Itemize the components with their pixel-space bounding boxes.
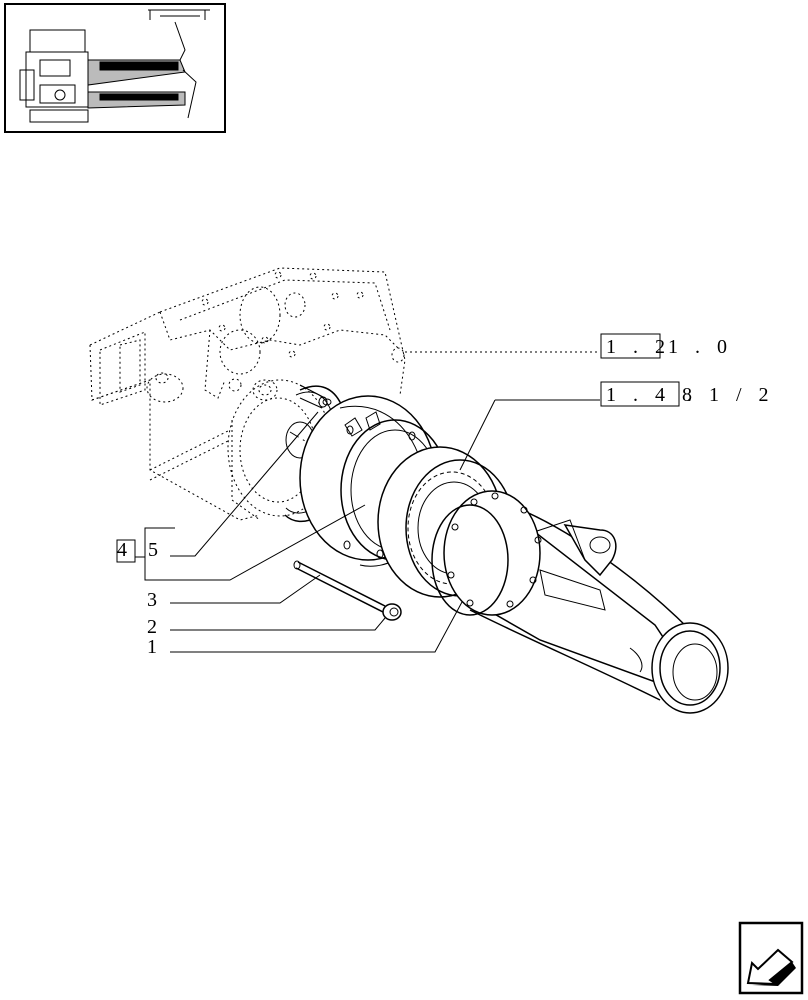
flange-bolt-holes [447,492,542,608]
bushing-item-2 [382,603,402,621]
svg-text:1: 1 [147,636,157,658]
callout-3: 3 [147,574,321,611]
callout-2: 2 [147,616,386,638]
locator-thumbnail [4,3,226,133]
dowel-pin-item-5 [299,396,328,409]
callout-5: 5 [148,539,158,561]
callout-group-4-5: 4 5 [116,411,366,581]
reference-1-2-1-0[interactable]: 1 . 2 1 . 0 [600,333,733,359]
ref-leader-b [459,399,600,471]
ref-b-boxed-text: 1 . 4 8 [606,384,698,406]
shaft-item-3 [293,560,386,613]
callout-1: 1 [147,601,463,658]
ref-a-rest-text: 1 . 0 [668,336,733,358]
ref-b-rest-text: . 1 / 2 [687,384,775,406]
axle-housing-item-1 [431,490,729,714]
arrow-previous-icon[interactable] [738,921,804,995]
callout-4: 4 [117,539,127,561]
svg-text:2: 2 [147,616,157,638]
svg-text:3: 3 [147,589,157,611]
ref-a-boxed-text: 1 . 2 [606,336,671,358]
reference-1-48-1-2[interactable]: 1 . 4 8 . 1 / 2 [600,381,775,407]
